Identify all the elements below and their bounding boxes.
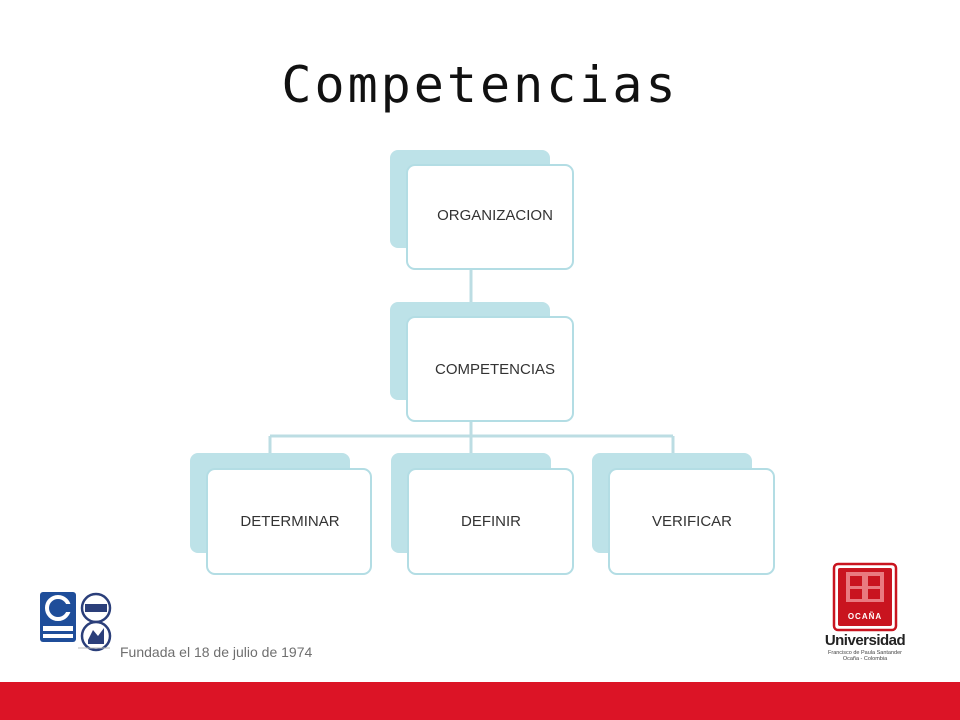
university-logo — [832, 562, 898, 632]
certification-logos — [40, 592, 112, 652]
university-name: Universidad — [824, 632, 906, 649]
node-front-card — [406, 316, 574, 422]
node-label: DETERMINAR — [240, 513, 340, 530]
node-competencias: COMPETENCIAS — [390, 302, 574, 422]
node-front-card — [608, 468, 775, 575]
university-subtitle: Francisco de Paula Santander Ocaña - Col… — [828, 650, 902, 662]
founded-text: Fundada el 18 de julio de 1974 — [120, 644, 313, 660]
node-label: DEFINIR — [461, 513, 521, 530]
iqnet-seal-logo — [80, 620, 112, 652]
iso-9001-logo — [40, 592, 76, 642]
node-definir: DEFINIR — [391, 453, 574, 575]
footer-red-bar — [0, 682, 960, 720]
node-label: ORGANIZACION — [437, 207, 553, 224]
node-front-card — [206, 468, 372, 575]
node-organizacion: ORGANIZACION — [390, 150, 574, 270]
node-label: VERIFICAR — [651, 513, 732, 530]
university-seal-text: OCAÑA — [847, 612, 883, 621]
icontec-seal-logo — [80, 592, 112, 624]
node-verificar: VERIFICAR — [592, 453, 775, 575]
node-determinar: DETERMINAR — [190, 453, 372, 575]
node-label: COMPETENCIAS — [434, 361, 555, 378]
node-front-card — [407, 468, 574, 575]
slide-title: Competencias — [281, 56, 679, 114]
node-front-card — [406, 164, 574, 270]
